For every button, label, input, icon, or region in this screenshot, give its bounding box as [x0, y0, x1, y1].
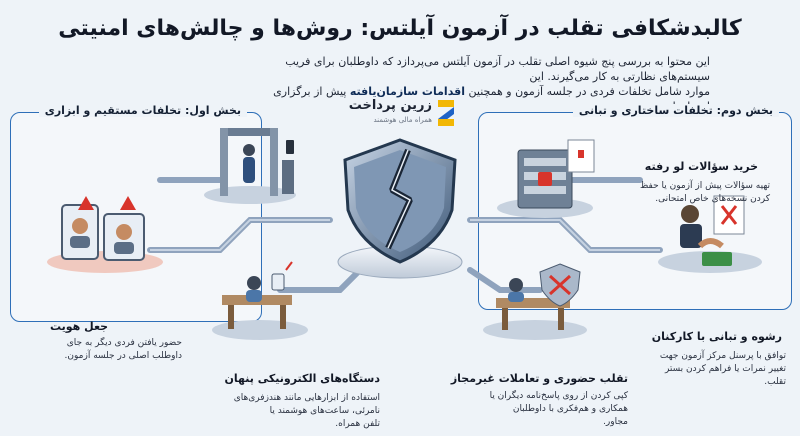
method-leaked-title: خرید سؤالات لو رفته: [644, 160, 758, 173]
intro-highlight: اقدامات سازمان‌یافته: [349, 85, 466, 98]
intro-line-1: این محتوا به بررسی پنج شیوه اصلی تقلب در…: [285, 55, 710, 83]
logo-tagline: همراه مالی هوشمند: [373, 116, 432, 124]
in-person-cheating-icon: [483, 263, 587, 340]
page-title: کالبدشکافی تقلب در آزمون آیلتس: روش‌ها و…: [58, 16, 742, 41]
security-gate-icon: [204, 128, 296, 204]
method-devices-title: دستگاه‌های الکترونیکی پنهان: [224, 372, 381, 385]
method-inperson-title: تقلب حضوری و تعاملات غیرمجاز: [450, 372, 628, 385]
server-documents-icon: [497, 139, 595, 218]
hidden-devices-desk-icon: [212, 261, 308, 340]
logo-name: زرین پرداخت: [348, 98, 432, 113]
method-inperson-desc: کپی کردن از روی پاسخ‌نامه دیگران یا همکا…: [489, 391, 628, 427]
broken-shield-icon: [337, 138, 463, 279]
logo-mark-icon: [438, 100, 454, 126]
method-identity-desc: حضور یافتن فردی دیگر به جای داوطلب اصلی …: [64, 338, 182, 361]
brand-logo: زرین پرداخت همراه مالی هوشمند: [344, 96, 456, 132]
method-identity-title: جعل هویت: [50, 320, 109, 333]
section-left-label: بخش اول: تخلفات مستقیم و ابزاری: [38, 104, 247, 117]
identity-id-cards-icon: [47, 196, 163, 273]
section-right-label: بخش دوم: تخلفات ساختاری و تبانی: [572, 104, 779, 117]
method-leaked-desc: تهیه سؤالات پیش از آزمون یا حفظ کردن نسخ…: [639, 181, 770, 204]
method-bribery-desc: توافق با پرسنل مرکز آزمون جهت تغییر نمرا…: [659, 351, 786, 387]
method-bribery-title: رشوه و تبانی با کارکنان: [651, 330, 782, 343]
bribery-handshake-icon: [658, 195, 762, 273]
method-devices-desc: استفاده از ابزارهایی مانند هندزفری‌های ن…: [233, 393, 380, 429]
